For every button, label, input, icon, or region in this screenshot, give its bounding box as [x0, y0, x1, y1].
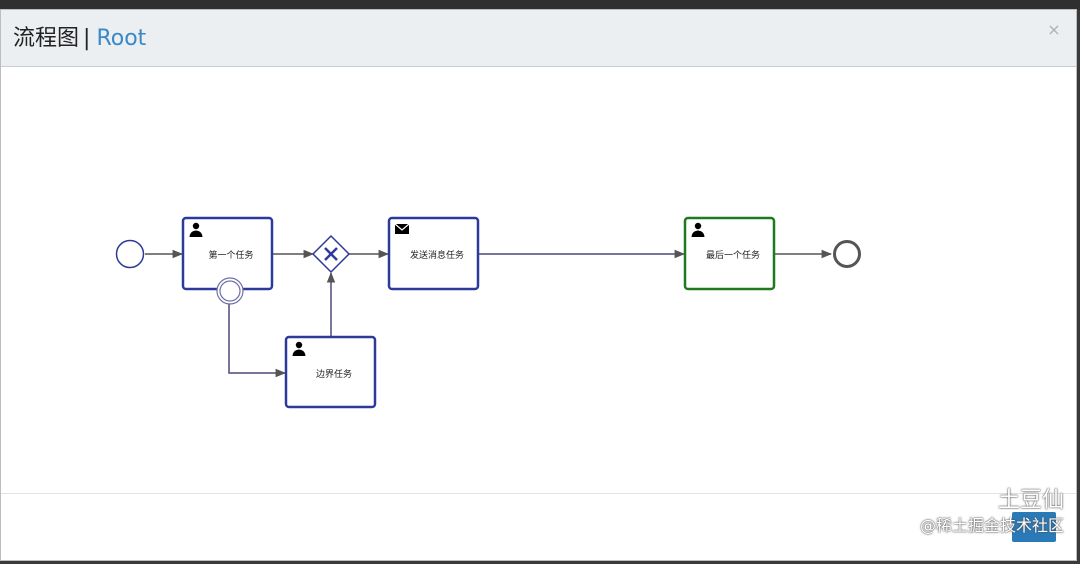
- bpmn-diagram: 第一个任务 发送消息任务: [115, 216, 861, 409]
- task-boundary[interactable]: 边界任务: [284, 335, 377, 409]
- close-icon[interactable]: ×: [1047, 20, 1061, 39]
- task-send-message-label: 发送消息任务: [410, 249, 464, 261]
- backdrop: [0, 0, 1080, 10]
- title-separator: |: [83, 26, 91, 51]
- user-icon: [189, 222, 203, 237]
- user-icon: [691, 222, 705, 237]
- task-boundary-label: 边界任务: [316, 368, 352, 380]
- diagram-canvas: 第一个任务 发送消息任务: [1, 67, 1076, 493]
- flow-boundary-to-boundary-task: [228, 304, 287, 378]
- x-icon: [324, 247, 338, 261]
- dialog-footer: [1, 493, 1076, 561]
- sequence-flows: [145, 249, 833, 378]
- watermark-community: @稀土掘金技术社区: [919, 516, 1064, 535]
- end-event[interactable]: [833, 240, 861, 268]
- envelope-icon: [394, 223, 410, 234]
- process-diagram-dialog: 流程图|Root ×: [0, 9, 1077, 561]
- watermark: 土豆仙 @稀土掘金技术社区: [920, 488, 1064, 538]
- watermark-author: 土豆仙: [997, 488, 1064, 513]
- title-process-name: Root: [96, 26, 147, 51]
- start-event[interactable]: [115, 239, 145, 269]
- user-icon: [292, 341, 306, 356]
- task-last[interactable]: 最后一个任务: [683, 216, 776, 291]
- task-send-message[interactable]: 发送消息任务: [387, 216, 480, 291]
- title-text: 流程图: [13, 26, 80, 51]
- task-first-label: 第一个任务: [208, 249, 253, 261]
- boundary-event[interactable]: [216, 277, 244, 305]
- footer-button[interactable]: [1012, 512, 1056, 542]
- dialog-header: 流程图|Root ×: [1, 10, 1076, 67]
- task-last-label: 最后一个任务: [706, 249, 760, 261]
- exclusive-gateway[interactable]: [311, 234, 351, 274]
- dialog-title: 流程图|Root: [13, 25, 146, 53]
